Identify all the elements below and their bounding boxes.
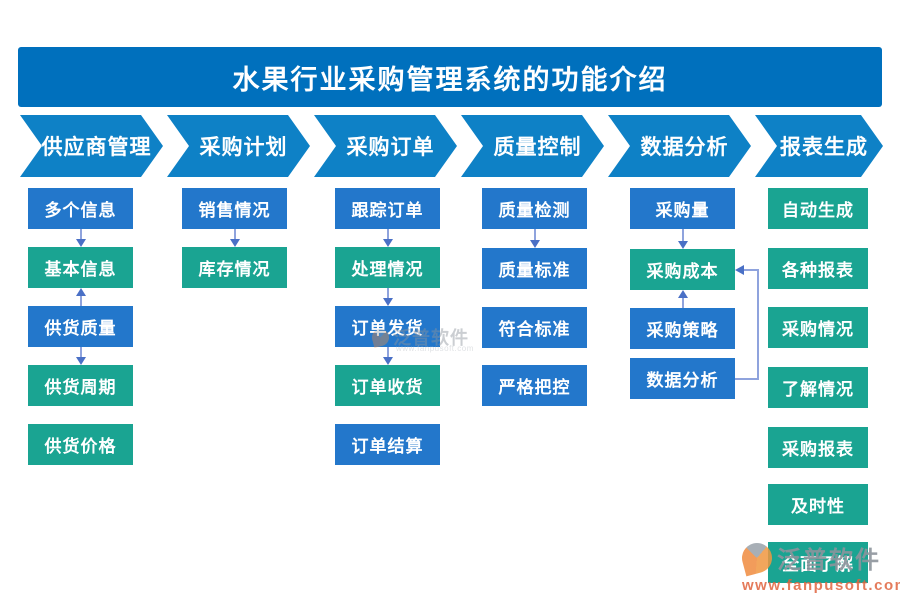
stage-label: 数据分析 — [640, 136, 729, 159]
elbow-connector — [735, 377, 759, 380]
stage-label: 报表生成 — [780, 136, 868, 159]
flow-box: 自动生成 — [768, 188, 868, 229]
connector-line — [79, 347, 82, 357]
connector-line — [386, 347, 389, 357]
flow-box: 数据分析 — [630, 358, 735, 399]
flow-box: 了解情况 — [768, 367, 868, 408]
flow-box-label: 销售情况 — [198, 201, 271, 220]
flow-box-label: 订单收货 — [351, 378, 424, 397]
down-arrow-icon — [677, 241, 688, 249]
flow-box: 订单发货 — [335, 306, 440, 347]
flow-box: 订单收货 — [335, 365, 440, 406]
flow-box: 采购报表 — [768, 427, 868, 468]
flow-box-label: 多个信息 — [44, 201, 117, 220]
down-arrow-icon — [75, 239, 86, 247]
flow-box: 全面了解 — [768, 542, 868, 583]
stage-label: 采购订单 — [346, 136, 435, 159]
stage-chevron-4: 质量控制 — [461, 115, 604, 177]
connector-line — [233, 229, 236, 239]
flow-box: 多个信息 — [28, 188, 133, 229]
flow-box-label: 库存情况 — [198, 260, 271, 279]
diagram-title: 水果行业采购管理系统的功能介绍 — [18, 47, 882, 107]
flow-box: 处理情况 — [335, 247, 440, 288]
flow-box-label: 质量检测 — [498, 201, 571, 220]
stage-chevron-3: 采购订单 — [314, 115, 457, 177]
flow-box-label: 了解情况 — [782, 380, 854, 399]
flow-box-label: 全面了解 — [782, 555, 854, 574]
stage-label: 采购计划 — [199, 136, 288, 159]
left-arrow-icon — [735, 264, 744, 275]
stage-chevron-1: 供应商管理 — [20, 115, 163, 177]
connector-line — [533, 229, 536, 240]
flow-box-label: 数据分析 — [646, 371, 719, 390]
flow-box-label: 各种报表 — [782, 261, 854, 280]
flow-box: 销售情况 — [182, 188, 287, 229]
flow-box: 跟踪订单 — [335, 188, 440, 229]
flow-box-label: 跟踪订单 — [351, 201, 424, 220]
flow-box-label: 符合标准 — [498, 320, 571, 339]
stage-chevron-6: 报表生成 — [755, 115, 883, 177]
flow-box-label: 采购情况 — [782, 320, 854, 339]
flow-box: 采购成本 — [630, 249, 735, 290]
stage-label: 供应商管理 — [41, 136, 152, 159]
flow-box: 及时性 — [768, 484, 868, 525]
flow-box-label: 基本信息 — [44, 260, 117, 279]
down-arrow-icon — [382, 298, 393, 306]
connector-line — [79, 296, 82, 306]
elbow-connector — [744, 268, 757, 271]
connector-line — [386, 288, 389, 298]
flow-box: 采购量 — [630, 188, 735, 229]
flow-box: 符合标准 — [482, 307, 587, 348]
flow-box: 供货周期 — [28, 365, 133, 406]
flow-box-label: 采购策略 — [646, 321, 719, 340]
flow-box: 库存情况 — [182, 247, 287, 288]
flow-box-label: 质量标准 — [498, 261, 571, 280]
flow-box-label: 采购报表 — [782, 440, 854, 459]
down-arrow-icon — [382, 239, 393, 247]
down-arrow-icon — [529, 240, 540, 248]
connector-line — [681, 298, 684, 308]
connector-line — [79, 229, 82, 239]
down-arrow-icon — [229, 239, 240, 247]
flow-box: 各种报表 — [768, 248, 868, 289]
flow-box-label: 供货周期 — [44, 378, 117, 397]
flow-box-label: 供货质量 — [44, 319, 117, 338]
stage-label: 质量控制 — [493, 136, 582, 159]
connector-line — [681, 229, 684, 241]
flow-box: 供货质量 — [28, 306, 133, 347]
flow-box-label: 采购量 — [655, 201, 710, 220]
stage-chevron-2: 采购计划 — [167, 115, 310, 177]
flow-box-label: 严格把控 — [498, 378, 571, 397]
flow-box-label: 处理情况 — [351, 260, 424, 279]
flow-box: 严格把控 — [482, 365, 587, 406]
flow-box: 采购策略 — [630, 308, 735, 349]
flow-box-label: 供货价格 — [44, 437, 117, 456]
elbow-connector — [757, 268, 759, 380]
flow-box-label: 自动生成 — [782, 201, 854, 220]
flow-box-label: 及时性 — [791, 497, 845, 516]
flow-box: 采购情况 — [768, 307, 868, 348]
flow-box-label: 订单结算 — [351, 437, 424, 456]
stage-chevron-5: 数据分析 — [608, 115, 751, 177]
down-arrow-icon — [382, 357, 393, 365]
flow-box: 质量检测 — [482, 188, 587, 229]
up-arrow-icon — [677, 290, 688, 298]
up-arrow-icon — [75, 288, 86, 296]
flow-box-label: 订单发货 — [351, 319, 424, 338]
flow-box: 基本信息 — [28, 247, 133, 288]
flow-box-label: 采购成本 — [646, 262, 719, 281]
down-arrow-icon — [75, 357, 86, 365]
connector-line — [386, 229, 389, 239]
flow-box: 质量标准 — [482, 248, 587, 289]
flow-box: 供货价格 — [28, 424, 133, 465]
flow-box: 订单结算 — [335, 424, 440, 465]
